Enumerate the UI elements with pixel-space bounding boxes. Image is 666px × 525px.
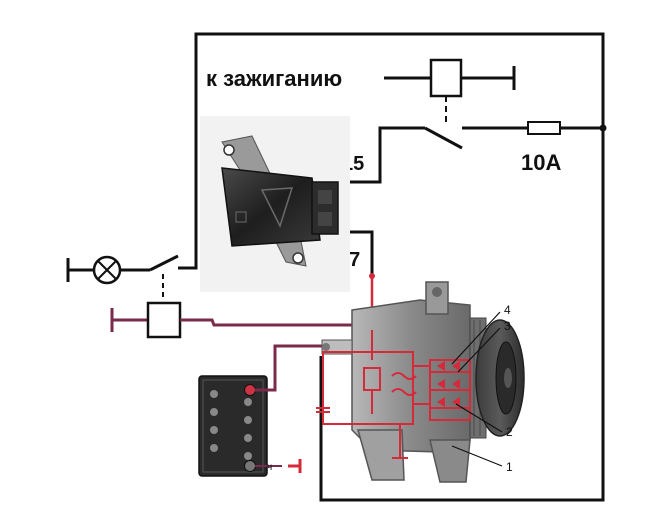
callout-2: 2: [506, 425, 513, 439]
battery-ground-label: ч: [267, 462, 272, 473]
lower-relay: [110, 301, 372, 339]
callout-4: 4: [504, 303, 511, 317]
battery: [198, 375, 268, 477]
ignition-switch: [424, 126, 463, 150]
warning-lamp-icon: [92, 255, 122, 285]
diode-bridge-symbols: [437, 361, 460, 407]
warning-lamp-circuit: [66, 254, 179, 300]
battery-wiring: [255, 344, 322, 392]
callout-1: 1: [506, 460, 513, 474]
battery-ground: [255, 459, 302, 473]
ignition-relay: [384, 58, 516, 122]
fuse-label: 10А: [521, 150, 561, 175]
alternator-internal-circuit: [316, 330, 471, 459]
callout-leaders: [451, 311, 503, 467]
alternator: [321, 281, 525, 483]
voltage-regulator: [200, 116, 350, 292]
callout-3: 3: [504, 319, 511, 333]
ignition-label: к зажиганию: [206, 66, 342, 91]
fuse-10a: [527, 121, 607, 135]
